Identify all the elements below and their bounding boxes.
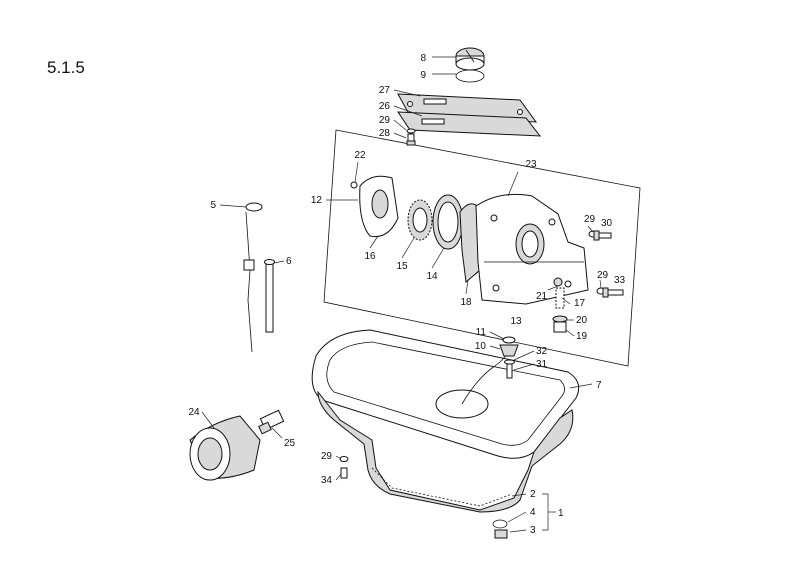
callout-24: 24 — [188, 407, 200, 418]
callout-14: 14 — [426, 271, 438, 282]
cover-plate — [397, 93, 542, 137]
callout-7: 7 — [596, 380, 602, 391]
callout-10: 10 — [475, 341, 487, 352]
filler-cap — [455, 47, 485, 71]
callout-18: 18 — [460, 297, 472, 308]
screw-30 — [593, 230, 612, 241]
callout-21: 21 — [536, 291, 548, 302]
seal-11 — [502, 336, 516, 344]
dipstick-5 — [243, 202, 263, 353]
callout-16: 16 — [364, 251, 376, 262]
callout-2: 2 — [530, 489, 536, 500]
cap-21 — [553, 277, 563, 287]
callout-29-right1: 29 — [584, 214, 596, 225]
callout-3: 3 — [530, 525, 536, 536]
screw-33 — [602, 287, 624, 298]
callout-34: 34 — [321, 475, 333, 486]
drain-plug-3 — [494, 529, 508, 539]
pin-22 — [350, 181, 358, 189]
pump-group-frame — [323, 129, 641, 367]
callout-13: 13 — [510, 316, 522, 327]
callout-1: 1 — [558, 508, 564, 519]
plug-19 — [553, 321, 567, 333]
strainer-10 — [499, 344, 519, 357]
washer-29-left — [339, 456, 349, 462]
washer-4 — [492, 519, 508, 529]
callout-30: 30 — [601, 218, 613, 229]
spring-17 — [555, 287, 565, 309]
callout-29-right2: 29 — [597, 270, 609, 281]
callout-31: 31 — [536, 359, 548, 370]
leader-lines — [201, 56, 602, 533]
callout-23: 23 — [525, 159, 537, 170]
callout-17: 17 — [574, 298, 586, 309]
callout-6: 6 — [286, 256, 292, 267]
dipstick-tube-6 — [264, 259, 275, 333]
callout-29-left: 29 — [321, 451, 333, 462]
callout-11: 11 — [476, 327, 487, 338]
callout-27: 27 — [379, 85, 391, 96]
callout-25: 25 — [284, 438, 296, 449]
callout-12: 12 — [311, 195, 323, 206]
oil-filter-24 — [189, 415, 261, 481]
callout-5: 5 — [210, 200, 216, 211]
filter-nipple-25 — [258, 409, 285, 435]
callout-33: 33 — [614, 275, 626, 286]
bolt-31-32 — [504, 359, 515, 379]
pickup-tube — [461, 351, 509, 405]
callout-19: 19 — [576, 331, 588, 342]
callout-28: 28 — [379, 128, 391, 139]
cap-seal-ring — [455, 69, 485, 83]
ring-14 — [432, 194, 464, 250]
plug-20 — [552, 315, 568, 323]
callout-9: 9 — [420, 70, 426, 81]
cover-plate-16 — [359, 175, 399, 238]
gear-15 — [407, 199, 433, 241]
callout-32: 32 — [536, 346, 548, 357]
callout-26: 26 — [379, 101, 391, 112]
callout-29-top: 29 — [379, 115, 391, 126]
pump-body-13 — [475, 193, 589, 305]
callout-4: 4 — [530, 507, 536, 518]
washer-29-top — [406, 128, 416, 134]
screw-28 — [406, 133, 416, 146]
screw-34 — [340, 467, 348, 479]
section-number: 5.1.5 — [47, 58, 85, 77]
callout-20: 20 — [576, 315, 588, 326]
callout-labels: 8 9 27 26 29 28 22 12 5 6 16 15 14 18 23… — [188, 53, 625, 536]
callout-22: 22 — [354, 150, 366, 161]
gasket-18 — [459, 203, 481, 283]
callout-8: 8 — [420, 53, 426, 64]
callout-15: 15 — [396, 261, 408, 272]
